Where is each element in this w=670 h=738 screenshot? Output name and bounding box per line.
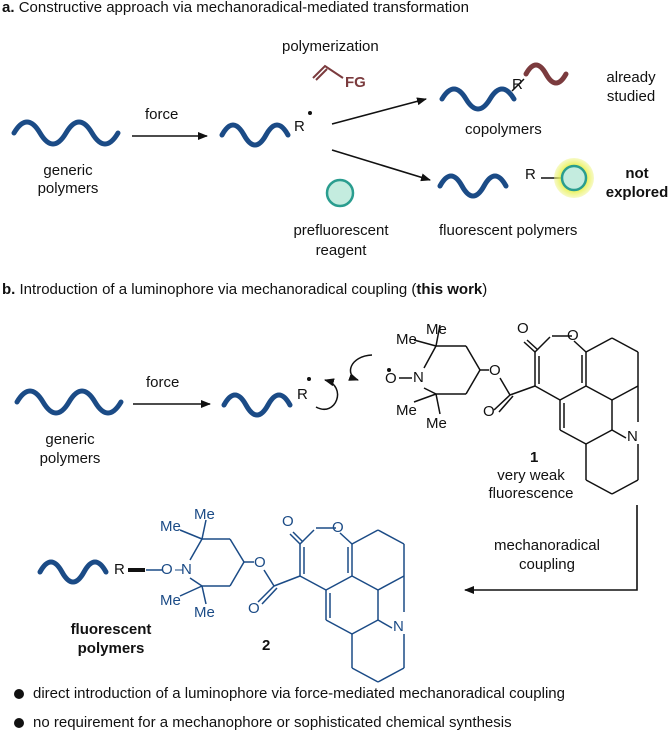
fg-label: FG xyxy=(345,74,366,91)
fluorescent-polymers-b-line2: polymers xyxy=(77,640,145,657)
section-b-title: b. Introduction of a luminophore via mec… xyxy=(2,281,487,299)
c2-me-bottom-right: Me xyxy=(194,604,215,621)
c1-me-bottom-left: Me xyxy=(396,402,417,419)
c2-carbonyl-o: O xyxy=(248,600,260,617)
bullet-text-1: direct introduction of a luminophore via… xyxy=(33,685,565,702)
copolymer-blue-wave xyxy=(439,86,517,112)
section-a-title: a. Constructive approach via mechanoradi… xyxy=(2,0,469,17)
polymerization-label: polymerization xyxy=(282,38,379,55)
fluorescent-polymers-b-line1: fluorescent xyxy=(70,621,152,638)
radical-dot-a xyxy=(308,111,312,115)
generic-polymers-label-a-line1: generic xyxy=(43,162,93,179)
radical-r-label-b: R xyxy=(297,386,308,403)
c2-lactone-o: O xyxy=(282,513,294,530)
c1-me-top-right: Me xyxy=(426,321,447,338)
fluorescent-polymer-wave-a xyxy=(437,173,509,199)
c2-me-bottom-left: Me xyxy=(160,592,181,609)
fluorescent-polymers-label-a: fluorescent polymers xyxy=(439,222,578,239)
not-explored-line1: not xyxy=(625,165,649,182)
c2-me-top-right: Me xyxy=(194,506,215,523)
copolymer-red-wave xyxy=(523,62,569,86)
c2-n: N xyxy=(181,561,192,578)
mechanoradical-coupling-arrow xyxy=(464,505,638,594)
section-b-heading-end: ) xyxy=(482,281,488,298)
mechanoradical-line2: coupling xyxy=(519,556,575,573)
c2-ring-o: O xyxy=(332,519,344,536)
arrow-to-fluorescent xyxy=(331,149,431,182)
c1-lactone-o: O xyxy=(517,320,529,337)
c2-me-top-left: Me xyxy=(160,518,181,535)
copolymers-label: copolymers xyxy=(465,121,542,138)
fishhook-arrow-1 xyxy=(315,378,339,410)
force-label-a: force xyxy=(145,106,179,123)
generic-polymers-label-a-line2: polymers xyxy=(37,180,99,197)
compound-number-1: 1 xyxy=(530,449,539,466)
product-r-label: R xyxy=(114,561,125,578)
very-weak-line1: very weak xyxy=(497,467,565,484)
section-a-heading: Constructive approach via mechanoradical… xyxy=(18,0,469,16)
generic-polymers-label-b-line2: polymers xyxy=(39,450,101,467)
c1-ester-o: O xyxy=(489,362,501,379)
copolymer-bond xyxy=(511,78,525,92)
bullet-text-2: no requirement for a mechanophore or sop… xyxy=(33,714,512,731)
c2-o: O xyxy=(161,561,173,578)
section-b-this-work: this work xyxy=(416,281,483,298)
c1-n: N xyxy=(413,369,424,386)
compound-2-structure xyxy=(146,519,405,683)
fishhook-arrow-2 xyxy=(348,354,373,381)
section-b-label: b. xyxy=(2,281,16,298)
c2-dash: – xyxy=(175,561,184,578)
compound-1-structure xyxy=(399,324,639,495)
c2-ester-o: O xyxy=(254,554,266,571)
radical-dot-b xyxy=(307,377,311,381)
nitroxide-radical-dot xyxy=(387,368,391,372)
bullet-2 xyxy=(14,718,24,728)
c1-ring-o: O xyxy=(567,327,579,344)
section-a-label: a. xyxy=(2,0,15,16)
not-explored-line2: explored xyxy=(605,184,669,201)
mechanoradical-line1: mechanoradical xyxy=(494,537,600,554)
c1-ring-n: N xyxy=(627,428,638,445)
generic-polymer-wave-a xyxy=(11,119,121,147)
c1-dash: – xyxy=(399,369,408,386)
arrow-to-copolymers xyxy=(331,97,427,125)
already-studied-line1: already xyxy=(606,69,656,86)
already-studied-line2: studied xyxy=(606,88,656,105)
fluorophore-circle xyxy=(560,164,588,192)
c2-ring-n: N xyxy=(393,618,404,635)
force-label-b: force xyxy=(146,374,180,391)
section-b-heading: Introduction of a luminophore via mechan… xyxy=(19,281,417,298)
radical-polymer-wave-a xyxy=(219,122,291,148)
c1-me-bottom-right: Me xyxy=(426,415,447,432)
radical-r-label-a: R xyxy=(294,118,305,135)
generic-polymer-wave-b xyxy=(14,388,124,416)
compound-number-2: 2 xyxy=(262,637,271,654)
radical-polymer-wave-b xyxy=(221,392,293,418)
product-polymer-wave xyxy=(37,559,109,585)
c1-o-radical: O xyxy=(385,370,397,387)
c1-me-top-left: Me xyxy=(396,331,417,348)
vinyl-monomer-icon xyxy=(312,64,344,81)
copolymer-r-label: R xyxy=(512,76,523,93)
fluorescent-r-label: R xyxy=(525,166,536,183)
c1-carbonyl-o: O xyxy=(483,403,495,420)
very-weak-line2: fluorescence xyxy=(488,485,574,502)
prefluorescent-line2: reagent xyxy=(315,242,367,259)
generic-polymers-label-b-line1: generic xyxy=(45,431,95,448)
prefluorescent-line1: prefluorescent xyxy=(293,222,389,239)
bullet-1 xyxy=(14,689,24,699)
prefluorescent-circle xyxy=(325,178,355,208)
